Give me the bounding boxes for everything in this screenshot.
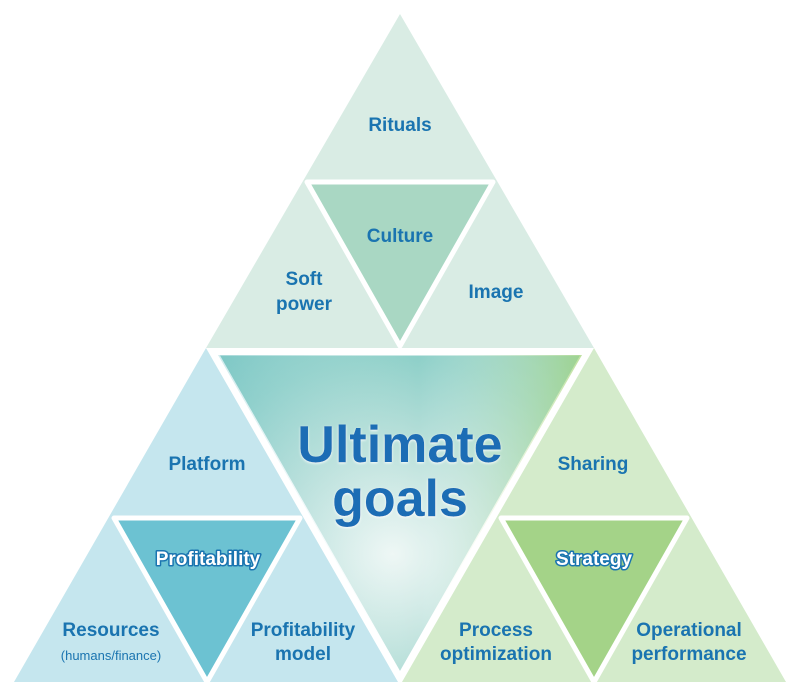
strategy-outer-triangle bbox=[402, 348, 786, 682]
strategy-item-process-line2: optimization bbox=[440, 644, 552, 665]
profitability-item-resources-line2: (humans/finance) bbox=[61, 648, 161, 663]
profitability-group: Profitability Platform Resources (humans… bbox=[14, 348, 398, 685]
profitability-item-platform: Platform bbox=[168, 454, 245, 475]
culture-item-soft-power-line2: power bbox=[276, 294, 333, 315]
culture-inner-triangle bbox=[304, 179, 496, 349]
profitability-inner-triangle bbox=[111, 515, 303, 685]
culture-title: Culture bbox=[367, 226, 434, 247]
strategy-item-sharing: Sharing bbox=[558, 454, 629, 475]
ultimate-goals-line2: goals bbox=[332, 470, 468, 528]
strategy-inner-triangle bbox=[498, 515, 690, 685]
ultimate-goals-line1: Ultimate bbox=[297, 416, 502, 474]
profitability-title: Profitability bbox=[156, 549, 261, 570]
profitability-item-model-line1: Profitability bbox=[251, 620, 356, 641]
ultimate-goals-triangle-tint bbox=[218, 355, 582, 673]
ultimate-goals-group: Ultimate goals bbox=[210, 348, 590, 682]
culture-group: Culture Rituals Soft power Image bbox=[206, 14, 594, 349]
strategy-group: Strategy Sharing Process optimization Op… bbox=[402, 348, 786, 685]
strategy-item-process-line1: Process bbox=[459, 620, 533, 641]
culture-item-soft-power-line1: Soft bbox=[286, 269, 324, 290]
culture-item-image: Image bbox=[469, 282, 524, 303]
strategy-item-operational-line2: performance bbox=[631, 644, 746, 665]
strategy-item-operational-line1: Operational bbox=[636, 620, 742, 641]
strategy-title: Strategy bbox=[556, 549, 632, 570]
profitability-outer-triangle bbox=[14, 348, 398, 682]
culture-item-rituals: Rituals bbox=[368, 115, 431, 136]
profitability-item-resources-line1: Resources bbox=[62, 620, 159, 641]
profitability-item-model-line2: model bbox=[275, 644, 331, 665]
